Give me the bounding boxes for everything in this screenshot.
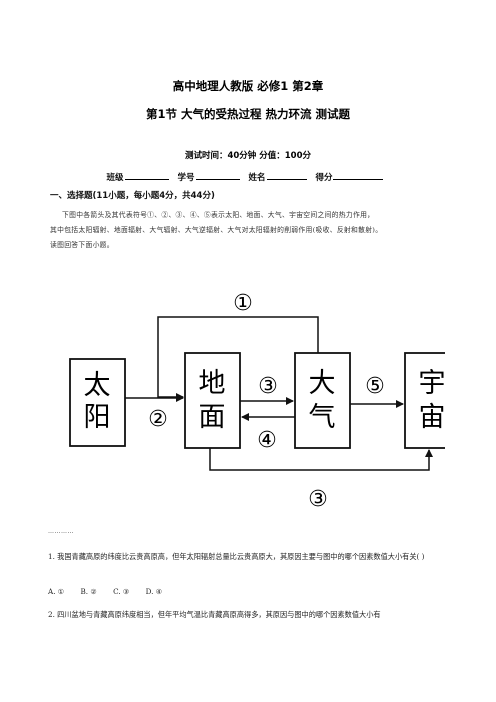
- label-5: ⑤: [365, 374, 385, 399]
- class-blank[interactable]: [124, 170, 169, 180]
- label-2: ②: [148, 407, 168, 432]
- option-d[interactable]: D. ④: [145, 587, 163, 596]
- sun-label-1: 太: [84, 370, 111, 401]
- separator-dots: …………: [48, 528, 74, 535]
- question-2: 2. 四川盆地与青藏高原纬度相当，但年平均气温比青藏高原高得多，其原因与图中的哪…: [48, 610, 381, 619]
- space-label-1: 宇: [419, 368, 446, 399]
- student-info-row: 班级 学号 姓名 得分: [0, 170, 496, 183]
- intro-line-1: 下图中各箭头及其代表符号①、②、③、④、⑤表示太阳、地面、大气、宇宙空间之间的热…: [62, 211, 375, 219]
- class-label: 班级: [106, 173, 124, 183]
- page-title: 高中地理人教版 必修1 第2章: [172, 79, 324, 93]
- name-label: 姓名: [248, 173, 266, 183]
- atmosphere-label-1: 大: [309, 368, 336, 399]
- option-b[interactable]: B. ②: [80, 587, 97, 596]
- section-intro: 下图中各箭头及其代表符号①、②、③、④、⑤表示太阳、地面、大气、宇宙空间之间的热…: [50, 208, 462, 253]
- intro-line-3: 读图回答下面小题。: [50, 241, 114, 249]
- intro-line-2: 其中包括太阳辐射、地面辐射、大气辐射、大气逆辐射、大气对太阳辐射的削弱作用(吸收…: [50, 226, 383, 234]
- test-meta: 测试时间：40分钟 分值：100分: [184, 151, 312, 161]
- label-3-lower: ③: [308, 487, 328, 512]
- student-id-blank[interactable]: [195, 170, 240, 180]
- name-blank[interactable]: [266, 170, 307, 180]
- space-box: [404, 352, 445, 449]
- page-subtitle: 第1节 大气的受热过程 热力环流 测试题: [145, 107, 350, 121]
- score-label: 得分: [315, 173, 333, 183]
- sun-label-2: 阳: [84, 402, 111, 433]
- option-c[interactable]: C. ③: [113, 587, 130, 596]
- ground-label-1: 地: [199, 368, 226, 399]
- atmosphere-label-2: 气: [309, 402, 336, 433]
- sun-box: [69, 358, 126, 447]
- label-3: ③: [258, 374, 278, 399]
- atmosphere-box: [294, 352, 351, 449]
- arrow-1: [157, 316, 319, 401]
- arrow-3-lower: [209, 448, 433, 471]
- option-a[interactable]: A. ①: [48, 587, 65, 596]
- question-1: 1. 我国青藏高原的纬度比云贵高原高，但年太阳辐射总量比云贵高原大，其原因主要与…: [48, 552, 425, 561]
- student-id-label: 学号: [177, 173, 195, 183]
- ground-label-2: 面: [199, 402, 226, 433]
- section-title: 一、选择题(11小题，每小题4分，共44分): [50, 191, 215, 201]
- label-4: ④: [257, 428, 277, 453]
- question-1-options: A. ① B. ② C. ③ D. ④: [48, 587, 176, 596]
- score-blank[interactable]: [333, 170, 384, 180]
- label-1: ①: [233, 291, 253, 316]
- space-label-2: 宙: [419, 402, 446, 433]
- heat-process-diagram: 太 阳 地 面 大 气 宇 宙 ① ② ③ ④ ⑤ ③: [69, 291, 446, 512]
